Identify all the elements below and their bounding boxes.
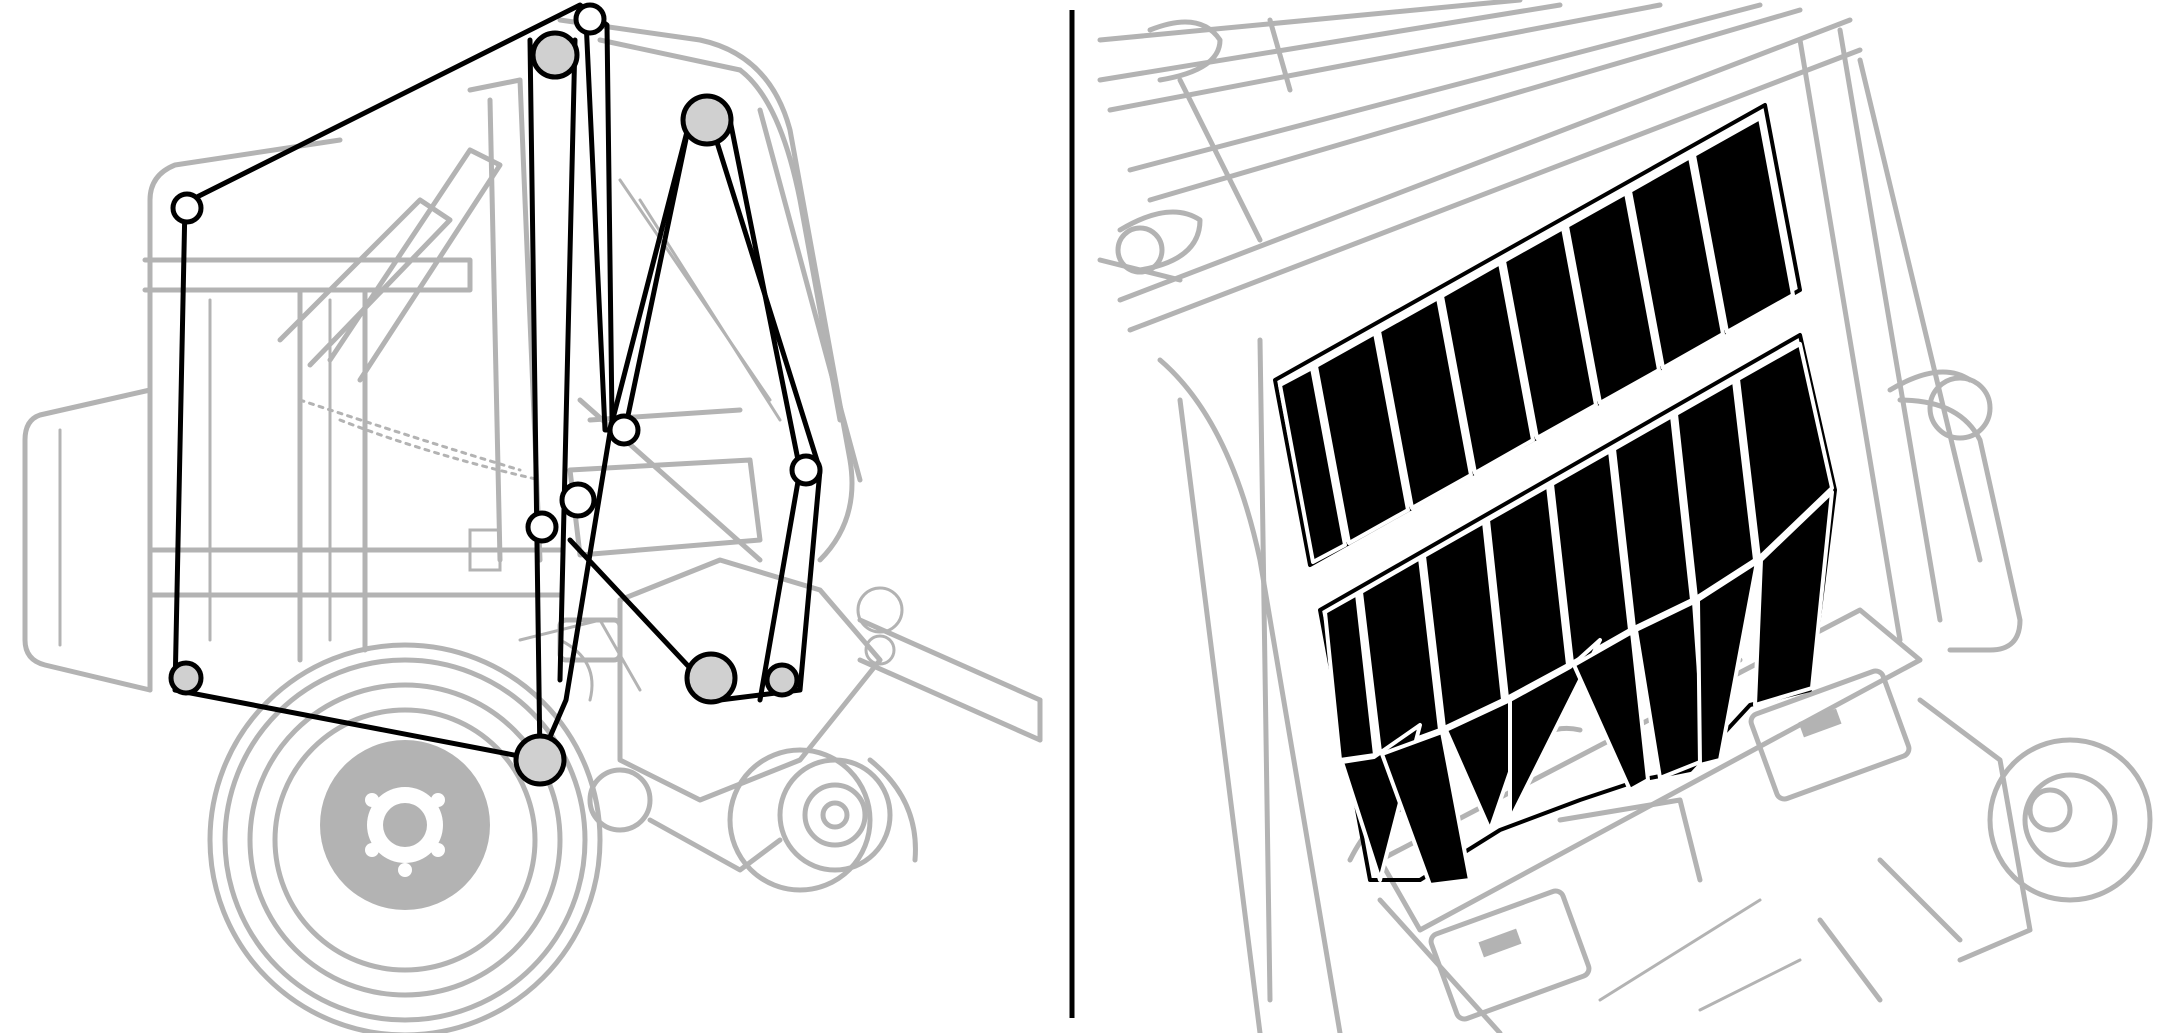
lower-belt-group xyxy=(1318,333,1837,887)
roller-top-right xyxy=(680,93,734,147)
roller-front-lower xyxy=(168,660,204,696)
roller-left-mid xyxy=(525,510,559,544)
upper-belt-frame xyxy=(1273,103,1802,567)
roller-bottom-right xyxy=(764,662,800,698)
roller-bottom-large xyxy=(513,733,567,787)
upper-belt-strips xyxy=(1278,116,1795,564)
belt-left-inner-path xyxy=(527,37,543,763)
roller-top-large xyxy=(530,30,580,80)
right-panel xyxy=(1097,0,2153,1033)
lower-belt-strips xyxy=(1323,342,1834,887)
left-panel xyxy=(22,2,1043,1033)
baler-side-machine-outline xyxy=(22,17,1043,1033)
roller-bottom-center xyxy=(684,651,738,705)
roller-mid-lower xyxy=(607,413,641,447)
roller-right-mid xyxy=(789,453,823,487)
roller-front-upper xyxy=(170,191,204,225)
roller-top-small xyxy=(573,2,607,36)
belt-inner-return xyxy=(622,117,693,433)
belt-routing xyxy=(168,2,823,787)
belt-left-inner-path-2 xyxy=(557,37,578,683)
roller-center xyxy=(559,481,597,519)
upper-belt-group xyxy=(1273,103,1802,567)
